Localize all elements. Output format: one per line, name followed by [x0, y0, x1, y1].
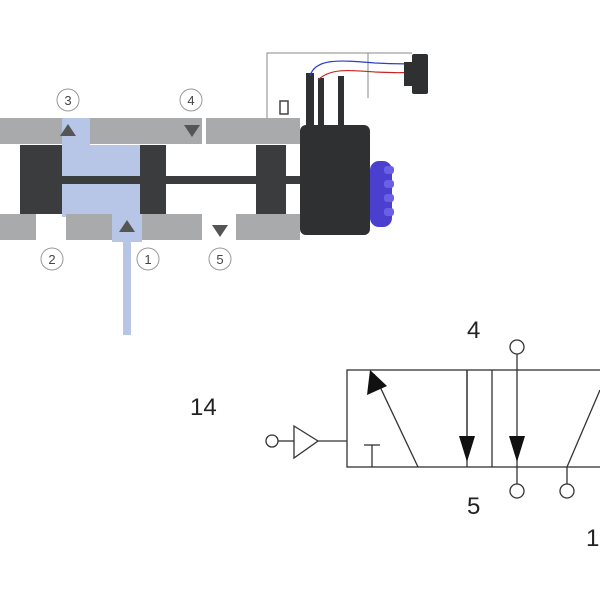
port-label-4: 4 [179, 88, 203, 112]
wire-blue [309, 60, 413, 77]
port-label-1-text: 1 [144, 252, 151, 267]
pilot-triangle [293, 424, 320, 460]
spool-land-middle [140, 145, 166, 214]
pilot-supply-circle [265, 434, 279, 448]
port-label-2: 2 [40, 247, 64, 271]
valve-body-bottom-1 [0, 214, 36, 240]
diagonal-flow-line-left [373, 373, 419, 468]
coil-pin-2 [318, 78, 324, 128]
override-knob-rib-4 [384, 208, 394, 216]
symbol-arrowheads [367, 370, 525, 462]
port-label-1: 1 [136, 247, 160, 271]
valve-body-top-2 [90, 118, 202, 144]
spool-rod [20, 176, 358, 184]
pilot-port-label: 14 [190, 394, 217, 421]
port-circle-1 [559, 483, 575, 499]
override-knob-rib-3 [384, 194, 394, 202]
coil-pin-1 [306, 73, 314, 129]
port-label-4-text: 4 [187, 93, 194, 108]
coil-pin-3 [338, 76, 344, 128]
arrowhead-diagonal-left [367, 370, 387, 395]
port-label-5: 5 [208, 247, 232, 271]
symbol-port-5-label: 5 [467, 493, 480, 520]
supply-air-tube [123, 230, 131, 335]
coil-body [300, 125, 370, 235]
flow-arrow-down-4 [184, 125, 200, 137]
port-label-3-text: 3 [64, 93, 71, 108]
partial-left-glyph: W [0, 169, 15, 191]
flow-arrow-up-1 [119, 220, 135, 232]
symbol-box [346, 369, 600, 468]
flow-arrow-down-5 [212, 225, 228, 237]
flow-arrow-up-3 [60, 124, 76, 136]
port-label-5-text: 5 [216, 252, 223, 267]
valve-body-bottom-2 [66, 214, 112, 240]
spool-land-left [20, 145, 62, 214]
valve-body-top-3 [206, 118, 300, 144]
solenoid-housing-outline [266, 52, 369, 118]
override-knob-rib-2 [384, 180, 394, 188]
valve-symbol [265, 339, 600, 499]
port-label-3: 3 [56, 88, 80, 112]
valve-body-bottom-4 [236, 214, 300, 240]
port-circle-5 [509, 483, 525, 499]
valve-cutaway: W 3 4 2 1 5 [0, 88, 358, 335]
spool-land-right [256, 145, 286, 214]
connector-plug [412, 54, 428, 94]
port-circle-4 [509, 339, 525, 355]
wire-red [317, 69, 413, 81]
manual-override-indicator [279, 100, 289, 115]
override-knob-rib-1 [384, 166, 394, 174]
symbol-port-4-label: 4 [467, 317, 480, 344]
diagonal-flow-line-right [566, 389, 600, 468]
solenoid-actuator [266, 52, 428, 235]
symbol-port-1-label-partial: 1 [586, 525, 599, 552]
arrowhead-down-middle [459, 436, 475, 462]
arrowhead-down-right [509, 436, 525, 462]
valve-body-top-1 [0, 118, 62, 144]
valve-body-bottom-3 [142, 214, 202, 240]
connector-lip [404, 62, 414, 86]
port-label-2-text: 2 [48, 252, 55, 267]
